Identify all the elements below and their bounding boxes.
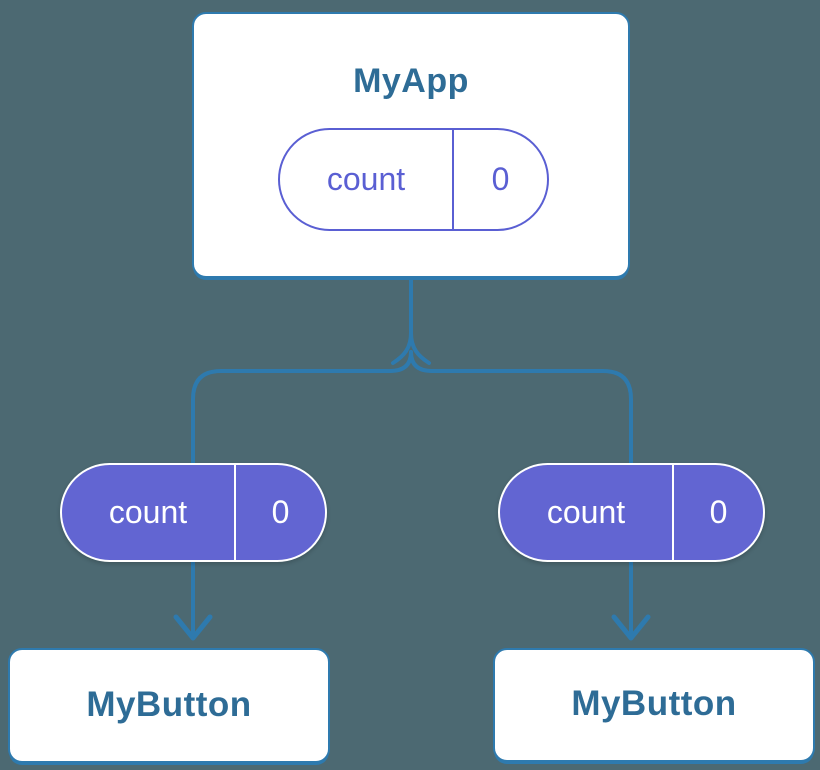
prop-pill-left: count 0 — [60, 463, 327, 562]
node-mybutton-left-title: MyButton — [86, 684, 252, 724]
arrow-right-head-icon — [611, 614, 651, 641]
node-myapp-title: MyApp — [353, 62, 469, 100]
fork-right-curve — [409, 331, 431, 365]
prop-pill-right-value: 0 — [709, 494, 728, 530]
prop-pill-left-value: 0 — [271, 494, 290, 530]
state-pill-root: count 0 — [278, 128, 549, 231]
prop-pill-left-key: count — [62, 465, 236, 560]
node-myapp-card: MyApp — [192, 12, 630, 278]
node-mybutton-right-card: MyButton — [493, 648, 815, 762]
prop-pill-right-key: count — [500, 465, 674, 560]
state-pill-root-key: count — [280, 130, 454, 229]
branch-left-line — [191, 350, 413, 477]
node-mybutton-left-card: MyButton — [8, 648, 330, 763]
arrow-left-head-icon — [173, 614, 213, 641]
prop-pill-right: count 0 — [498, 463, 765, 562]
node-mybutton-right-title: MyButton — [571, 684, 737, 724]
branch-right-line — [409, 350, 633, 477]
state-pill-root-value: 0 — [491, 161, 510, 197]
